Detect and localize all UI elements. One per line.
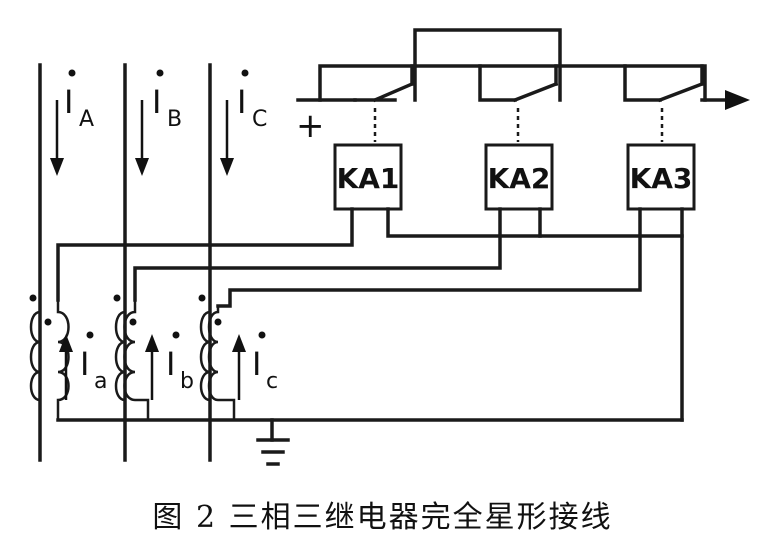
relay-ka3: KA3 bbox=[626, 143, 696, 211]
svg-text:C: C bbox=[252, 107, 267, 132]
relay-label: KA2 bbox=[488, 162, 551, 195]
svg-text:b: b bbox=[180, 369, 194, 394]
svg-text:I: I bbox=[64, 83, 73, 121]
svg-text:I: I bbox=[152, 83, 161, 121]
control-bus bbox=[296, 28, 750, 142]
relay-ka1: KA1 bbox=[333, 143, 403, 211]
current-transformer-a bbox=[29, 294, 70, 420]
svg-text:I: I bbox=[252, 345, 261, 383]
svg-text:a: a bbox=[94, 369, 107, 394]
svg-text:I: I bbox=[166, 345, 175, 383]
ground-icon bbox=[256, 418, 290, 466]
relay-label: KA3 bbox=[630, 162, 693, 195]
figure-caption: 图 2 三相三继电器完全星形接线 bbox=[152, 500, 613, 535]
svg-text:B: B bbox=[167, 107, 182, 132]
primary-current-label-c: I C bbox=[237, 69, 267, 132]
secondary-current-arrows bbox=[59, 334, 246, 400]
positive-sign: + bbox=[296, 106, 325, 146]
svg-text:A: A bbox=[79, 107, 94, 132]
primary-current-label-a: I A bbox=[64, 69, 94, 132]
current-transformer-b bbox=[113, 294, 150, 420]
svg-text:I: I bbox=[237, 83, 246, 121]
svg-text:I: I bbox=[80, 345, 89, 383]
svg-text:c: c bbox=[266, 369, 278, 394]
output-arrow-icon bbox=[725, 90, 750, 110]
relay-wiring bbox=[56, 207, 684, 422]
relay-label: KA1 bbox=[337, 162, 400, 195]
primary-current-arrows bbox=[50, 100, 234, 176]
secondary-current-label-b: I b bbox=[166, 331, 194, 394]
relay-ka2: KA2 bbox=[484, 143, 554, 211]
secondary-current-label-a: I a bbox=[80, 331, 107, 394]
current-transformer-c bbox=[198, 294, 236, 420]
primary-current-label-b: I B bbox=[152, 69, 182, 132]
secondary-current-label-c: I c bbox=[252, 331, 278, 394]
